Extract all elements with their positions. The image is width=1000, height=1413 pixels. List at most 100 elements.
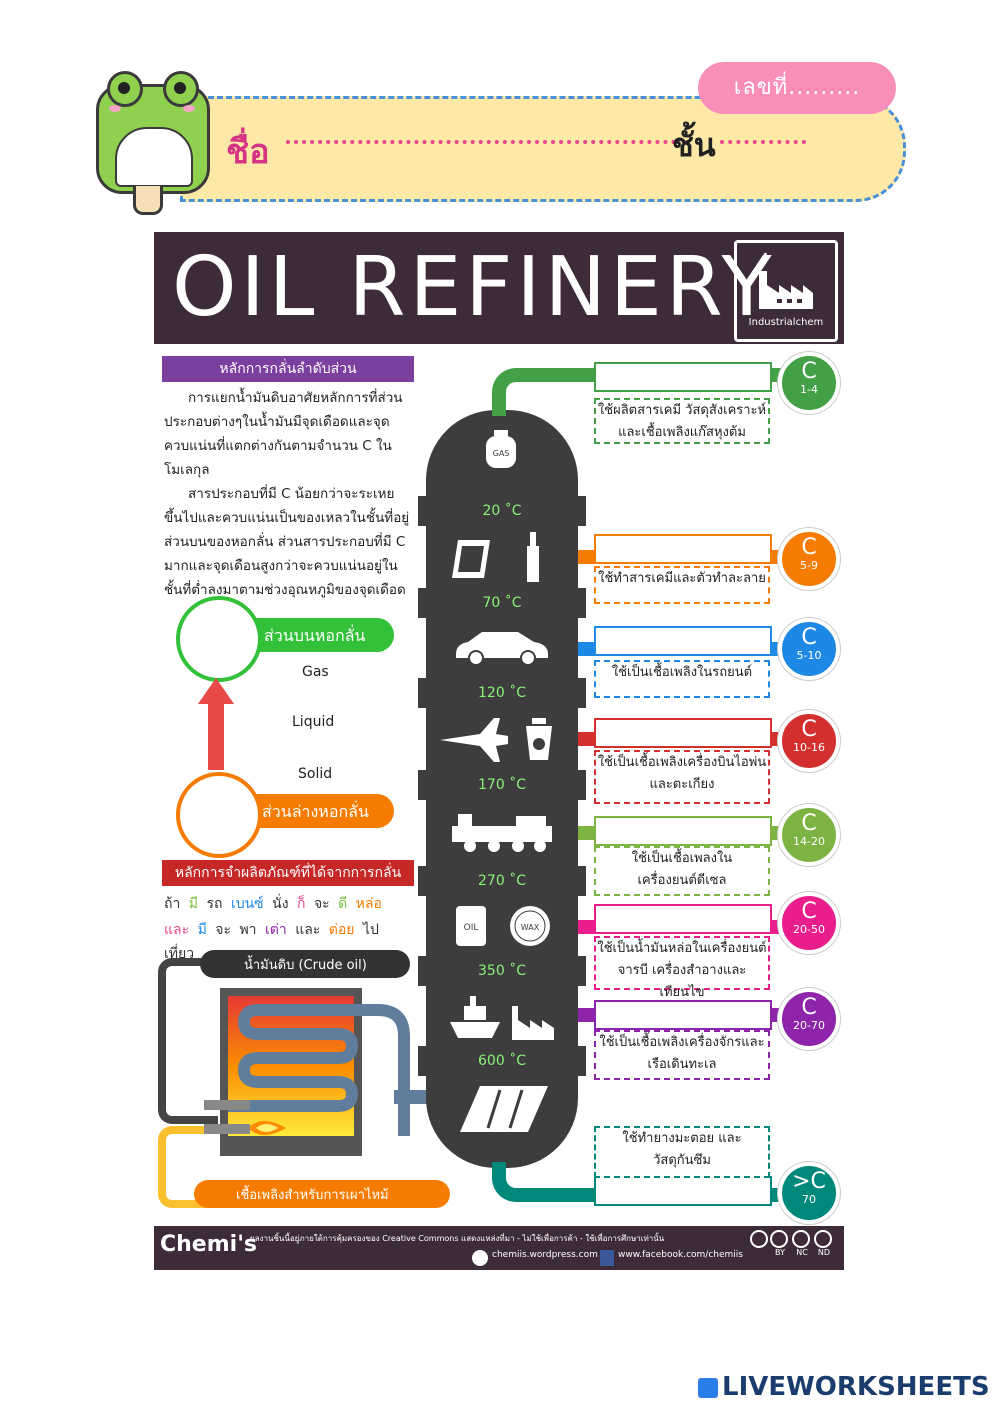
poster-footer: Chemi's ผลงานชิ้นนี้อยู่ภายใต้การคุ้มครอ… <box>154 1226 844 1270</box>
asphalt-road-icon <box>460 1086 548 1132</box>
temperature-label: 350 ˚C <box>418 956 586 986</box>
crude-label: น้ำมันดิบ (Crude oil) <box>244 958 367 973</box>
mnemonic-word: หล่อ <box>355 896 382 912</box>
carbon-symbol: C <box>801 625 817 650</box>
temperature-label: 20 ˚C <box>418 496 586 526</box>
carbon-range: 5-9 <box>800 559 818 572</box>
name-field[interactable] <box>286 140 676 144</box>
carbon-symbol: >C <box>792 1169 826 1194</box>
fraction-answer-field[interactable] <box>594 816 772 846</box>
mnemonic-word: ไป <box>362 922 379 938</box>
temperature-label: 70 ˚C <box>418 588 586 618</box>
temperature-label: 170 ˚C <box>418 770 586 800</box>
fraction-answer-field[interactable] <box>594 534 772 564</box>
mnemonic-word: ก็ <box>297 896 314 912</box>
carbon-symbol: C <box>801 359 817 384</box>
site-link[interactable]: chemiis.wordpress.com <box>492 1250 598 1260</box>
crude-pipe <box>158 958 218 1124</box>
principle-heading: หลักการกลั่นลำดับส่วน <box>162 356 414 382</box>
mnemonic-word: ต่อย <box>328 922 363 938</box>
cc-label: ND <box>817 1248 831 1257</box>
tower-segment-2 <box>426 526 578 588</box>
class-field[interactable] <box>720 140 806 144</box>
fraction-answer-field[interactable] <box>594 1000 772 1030</box>
state-gas: Gas <box>302 664 329 680</box>
fraction-answer-field[interactable] <box>594 904 772 934</box>
logo-text: Industrialchem <box>748 317 824 328</box>
fraction-use-text: ใช้เป็นเชื้อเพลิงเครื่องจักรและ เรือเดิน… <box>594 1030 770 1080</box>
wax-label: WAX <box>521 923 540 932</box>
fraction-use-text: ใช้เป็นเชื้อเพลงใน เครื่องยนต์ดีเซล <box>594 846 770 896</box>
bottom-part-label: ส่วนล่างหอกลั่น <box>262 802 369 821</box>
mnemonic-word: ดี <box>338 896 356 912</box>
mnemonic-word: เบนซ์ <box>230 896 273 912</box>
mnemonic-word: พา <box>239 922 265 938</box>
title-banner: OIL REFINERY Industrialchem <box>154 232 844 344</box>
carbon-range: 70 <box>802 1193 816 1206</box>
output-pipe <box>492 368 592 416</box>
oil-refinery-poster: OIL REFINERY Industrialchem หลักการกลั่น… <box>154 232 844 1270</box>
arrow-up-icon <box>198 678 234 770</box>
mnemonic-word: และ <box>164 922 198 938</box>
mnemonic-word: และ <box>295 922 329 938</box>
chemiis-brand: Chemi's <box>160 1232 258 1257</box>
mnemonic-word: จะ <box>313 896 339 912</box>
fraction-use-text: ใช้ทำสารเคมีและตัวทำละลาย <box>594 566 770 604</box>
carbon-range: 20-70 <box>793 1019 825 1032</box>
bottom-part-answer-field[interactable] <box>176 772 262 858</box>
carbon-symbol: C <box>801 717 817 742</box>
top-part-answer-field[interactable] <box>176 596 262 682</box>
fraction-answer-field[interactable] <box>594 718 772 748</box>
flame-icon <box>248 1121 286 1135</box>
output-pipe <box>492 1162 602 1202</box>
license-line: ผลงานชิ้นนี้อยู่ภายใต้การคุ้มครองของ Cre… <box>250 1234 665 1243</box>
temperature-label: 270 ˚C <box>418 866 586 896</box>
frog-cheek <box>109 105 121 112</box>
fuel-pill <box>194 1180 450 1208</box>
state-liquid: Liquid <box>292 714 335 730</box>
jet-and-lantern-icon <box>440 718 552 762</box>
cc-label: BY <box>775 1248 785 1257</box>
carbon-range: 10-16 <box>793 741 825 754</box>
state-solid: Solid <box>298 766 333 782</box>
fraction-answer-field[interactable] <box>594 362 772 392</box>
temperature-label: 120 ˚C <box>418 678 586 708</box>
fuel-inlet <box>204 1124 250 1134</box>
carbon-symbol: C <box>801 535 817 560</box>
mnemonic-word: จะ <box>215 922 240 938</box>
frog-eye-icon <box>163 71 199 107</box>
facebook-link[interactable]: www.facebook.com/chemiis <box>618 1250 743 1260</box>
mnemonic-word: ถ้า <box>164 896 189 912</box>
frog-eye-icon <box>107 71 143 107</box>
train-icon <box>452 814 552 852</box>
poster-title: OIL REFINERY <box>172 240 776 335</box>
mnemonic-word: มี <box>188 896 207 912</box>
cc-label: NC <box>796 1248 808 1257</box>
temperature-label: 600 ˚C <box>418 1046 586 1076</box>
fraction-answer-field[interactable] <box>594 1176 772 1206</box>
oil-and-wax-icon: OIL WAX <box>456 906 550 946</box>
principle-paragraph-2: สารประกอบที่มี C น้อยกว่าจะระเหยขึ้นไปแล… <box>164 486 410 598</box>
principle-paragraph-1: การแยกน้ำมันดิบอาศัยหลักการที่ส่วนประกอบ… <box>164 390 403 478</box>
student-number-field[interactable]: เลขที่......... <box>698 62 896 114</box>
class-label: ชั้น <box>672 126 716 164</box>
fraction-answer-field[interactable] <box>594 626 772 656</box>
fraction-use-text: ใช้ผลิตสารเคมี วัสดุสังเคราะห์ และเชื้อเ… <box>594 398 770 444</box>
mnemonic-line-1: ถ้า มี รถ เบนซ์ นั่ง ก็ จะ ดี หล่อ <box>164 892 414 916</box>
carbon-symbol: C <box>801 995 817 1020</box>
carbon-range: 14-20 <box>793 835 825 848</box>
carbon-symbol: C <box>801 811 817 836</box>
facebook-icon <box>600 1250 614 1266</box>
mnemonic-word: รถ <box>206 896 231 912</box>
cc-badge-icon: NC <box>792 1230 812 1257</box>
car-icon <box>456 632 548 666</box>
mnemonic-word: เต่า <box>265 922 296 938</box>
carbon-symbol: C <box>801 899 817 924</box>
fuel-pipe <box>158 1126 218 1208</box>
